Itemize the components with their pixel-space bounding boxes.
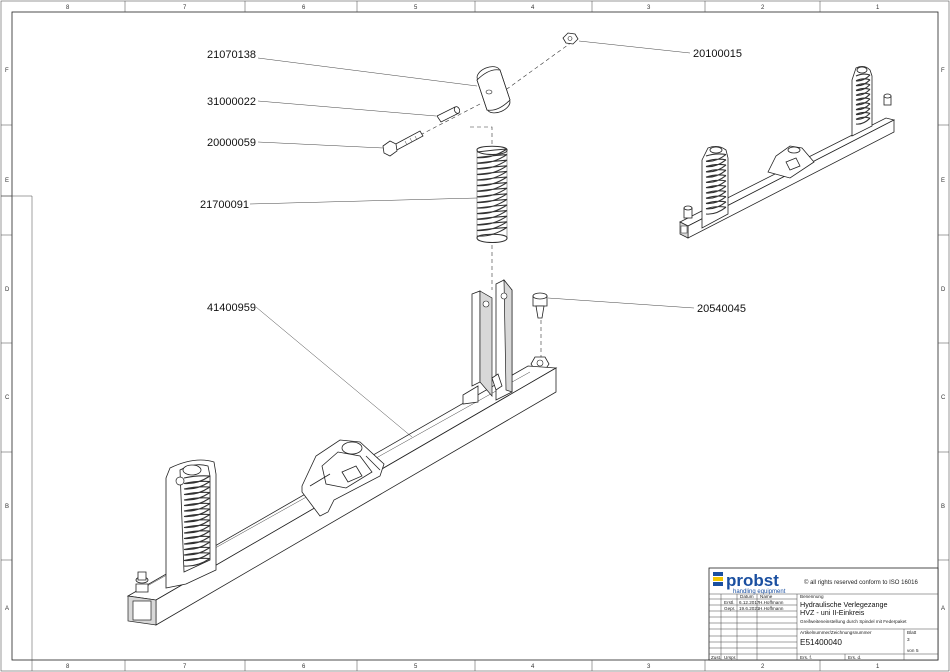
grid-row-left: C — [5, 395, 10, 401]
grid-column-ticks — [124, 1, 821, 671]
footer-ers-f: Ers. f. — [800, 655, 812, 660]
part-label-20540045: 20540045 — [697, 303, 746, 315]
grid-row-right: B — [941, 504, 945, 510]
grid-col-bottom: 5 — [414, 664, 418, 670]
part-callouts: 21070138 31000022 20000059 21700091 4140… — [200, 40, 746, 438]
grid-row-left: D — [5, 287, 10, 293]
grid-col-top: 2 — [761, 5, 765, 11]
assembly-view — [679, 66, 896, 239]
grid-row-right: F — [941, 68, 945, 74]
grid-row-left: F — [5, 68, 9, 74]
sheet-label: Blatt — [907, 630, 917, 635]
grid-col-bottom: 6 — [302, 664, 306, 670]
footer-urspr: Urspr. — [724, 655, 736, 660]
row-date-gepr: 19.6.2021 — [739, 606, 760, 611]
grid-col-top: 3 — [647, 5, 651, 11]
grid-col-top: 1 — [876, 5, 880, 11]
header-datum: Datum — [740, 594, 754, 599]
footer-zust: Zust. — [711, 655, 721, 660]
pin-part — [436, 106, 461, 123]
assembly-axis-line — [499, 41, 573, 95]
row-name-gepr: H.Hoffmann — [759, 606, 784, 611]
header-name: Name — [760, 594, 773, 599]
header-benennung: Benennung — [800, 594, 824, 599]
grid-col-top: 4 — [531, 5, 535, 11]
footer-ers-d: Ers. d. — [848, 655, 861, 660]
grid-col-top: 6 — [302, 5, 306, 11]
assembly-axis-line — [470, 126, 493, 145]
main-frame-part — [126, 278, 558, 626]
grid-col-bottom: 8 — [66, 664, 70, 670]
grid-row-ticks — [1, 124, 949, 561]
drawing-title-line1: Hydraulische Verlegezange — [800, 600, 888, 609]
grid-col-top: 5 — [414, 5, 418, 11]
grid-row-right: C — [941, 395, 946, 401]
logo-wordmark: probst — [726, 571, 779, 590]
grid-col-bottom: 2 — [761, 664, 765, 670]
row-label-erstl: Erstl. — [724, 600, 734, 605]
sheet-total: 5 — [916, 648, 919, 653]
copyright-notice: © all rights reserved conform to ISO 160… — [804, 579, 918, 586]
grid-row-right: D — [941, 287, 946, 293]
row-label-gepr: Gepr. — [724, 606, 735, 611]
probst-logo: probst handling equipment — [713, 571, 786, 595]
grid-col-bottom: 3 — [647, 664, 651, 670]
grid-column-labels-top: 8 7 6 5 4 3 2 1 — [66, 5, 880, 11]
article-number: E51400040 — [800, 638, 842, 647]
grid-col-top: 7 — [183, 5, 187, 11]
part-label-20100015: 20100015 — [693, 48, 742, 60]
row-name-erstl: H.Hoffmann — [759, 600, 784, 605]
title-block: probst handling equipment © all rights r… — [708, 567, 939, 661]
part-label-31000022: 31000022 — [207, 96, 256, 108]
part-label-41400959: 41400959 — [207, 302, 256, 314]
sheet-of-label: von — [907, 648, 915, 653]
nut-part — [562, 32, 579, 45]
article-number-label: Artikelnummer/Zeichnungsnummer — [800, 630, 872, 635]
grid-row-left: E — [5, 178, 9, 184]
grid-row-right: E — [941, 178, 945, 184]
row-date-erstl: 6.12.2017 — [739, 600, 760, 605]
grid-row-labels-left: F E D C B A — [5, 68, 10, 612]
grease-nipple-part — [530, 292, 550, 371]
grid-row-left: B — [5, 504, 9, 510]
spring-part — [476, 145, 508, 244]
logo-tagline: handling equipment — [733, 589, 786, 595]
grid-col-bottom: 7 — [183, 664, 187, 670]
grid-col-top: 8 — [66, 5, 70, 11]
grid-row-left: A — [5, 606, 9, 612]
drawing-title-line2: HVZ - uni II-Einkreis — [800, 608, 865, 617]
bolt-part — [382, 130, 424, 157]
roller-part — [476, 66, 511, 114]
grid-column-labels-bottom: 8 7 6 5 4 3 2 1 — [66, 664, 880, 670]
part-label-21070138: 21070138 — [207, 49, 256, 61]
sheet-number: 3 — [907, 637, 910, 642]
grid-row-labels-right: F E D C B A — [941, 68, 946, 612]
grid-row-right: A — [941, 606, 945, 612]
part-label-21700091: 21700091 — [200, 199, 249, 211]
drawing-title-line3: Greifweiteneinstellung durch Spindel mit… — [800, 619, 907, 624]
part-label-20000059: 20000059 — [207, 137, 256, 149]
grid-col-bottom: 1 — [876, 664, 880, 670]
grid-col-bottom: 4 — [531, 664, 535, 670]
